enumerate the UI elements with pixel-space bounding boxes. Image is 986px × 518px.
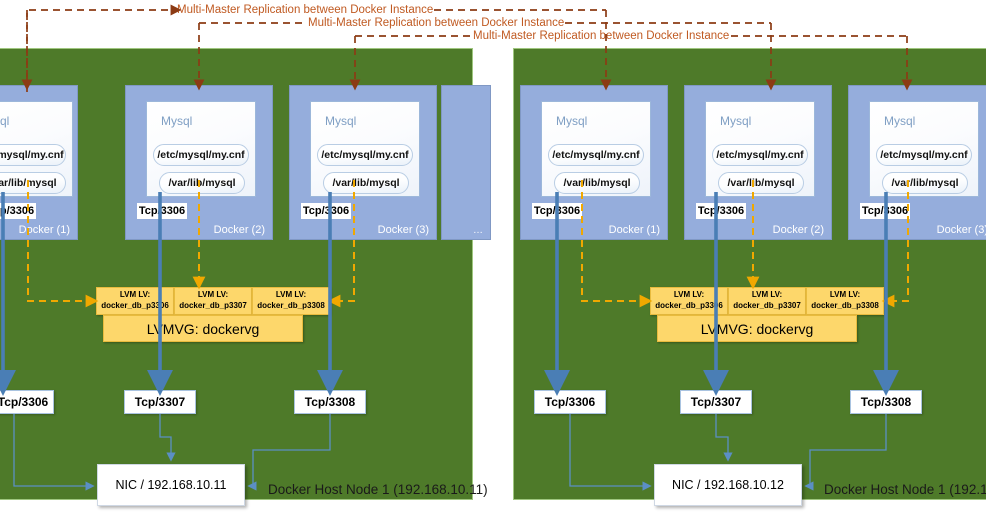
mysql-box-node1-2: Mysql /etc/mysql/my.cnf /var/lib/mysql	[146, 101, 256, 197]
mysql-data-path-node2-1: /var/lib/mysql	[554, 172, 640, 194]
replication-label-1: Multi-Master Replication between Docker …	[176, 4, 435, 16]
nic-box-node2[interactable]: NIC / 192.168.10.12	[654, 464, 802, 506]
mysql-title: Mysql	[161, 114, 193, 128]
mysql-title: Mysql	[720, 114, 752, 128]
docker-label-node1-more: …	[473, 225, 484, 236]
lvm-lv-prefix: LVM LV:	[829, 290, 861, 300]
host-port-node1-3308[interactable]: Tcp/3308	[294, 390, 366, 414]
mysql-box-node2-2: Mysql /etc/mysql/my.cnf /var/lib/mysql	[705, 101, 815, 197]
mysql-data-path-node2-2: /var/lib/mysql	[718, 172, 804, 194]
tcp-tag-node1-1: Tcp/3306	[0, 203, 36, 219]
tcp-tag-node1-3: Tcp/3306	[301, 203, 351, 219]
mysql-box-node2-3: Mysql /etc/mysql/my.cnf /var/lib/mysql	[869, 101, 979, 197]
lvm-lv-name: docker_db_p3307	[733, 301, 801, 310]
host-port-node1-3307[interactable]: Tcp/3307	[124, 390, 196, 414]
host-port-node2-3308[interactable]: Tcp/3308	[850, 390, 922, 414]
lvm-lv-name: docker_db_p3308	[811, 301, 879, 310]
mysql-title: Mysql	[556, 114, 588, 128]
lvm-lv-name: docker_db_p3308	[257, 301, 325, 310]
host-port-node1-3306[interactable]: Tcp/3306	[0, 390, 54, 414]
mysql-data-path-node1-1: /var/lib/mysql	[0, 172, 66, 194]
lvm-lv-prefix: LVM LV:	[275, 290, 307, 300]
docker-label-node1-1: Docker (1)	[18, 224, 70, 236]
lvm-lv-node1-3306[interactable]: LVM LV: docker_db_p3306	[96, 287, 174, 315]
mysql-config-path-node2-2: /etc/mysql/my.cnf	[712, 144, 808, 166]
host-caption-node1: Docker Host Node 1 (192.168.10.11)	[268, 482, 488, 497]
replication-label-3: Multi-Master Replication between Docker …	[472, 30, 731, 42]
mysql-config-path-node1-2: /etc/mysql/my.cnf	[153, 144, 249, 166]
lvm-lv-node2-3306[interactable]: LVM LV: docker_db_p3306	[650, 287, 728, 315]
lvm-lv-prefix: LVM LV:	[751, 290, 783, 300]
mysql-data-path-node1-3: /var/lib/mysql	[323, 172, 409, 194]
mysql-config-path-node2-3: /etc/mysql/my.cnf	[876, 144, 972, 166]
mysql-config-path-node2-1: /etc/mysql/my.cnf	[548, 144, 644, 166]
lvm-lv-name: docker_db_p3306	[655, 301, 723, 310]
host-port-node2-3307[interactable]: Tcp/3307	[680, 390, 752, 414]
docker-label-node2-3: Docker (3)	[936, 224, 986, 236]
docker-container-node2-2[interactable]: Mysql /etc/mysql/my.cnf /var/lib/mysql D…	[684, 85, 832, 240]
lvm-lv-name: docker_db_p3307	[179, 301, 247, 310]
replication-label-2: Multi-Master Replication between Docker …	[307, 17, 566, 29]
nic-box-node1[interactable]: NIC / 192.168.10.11	[97, 464, 245, 506]
docker-label-node1-3: Docker (3)	[377, 224, 429, 236]
docker-label-node2-1: Docker (1)	[608, 224, 660, 236]
mysql-config-path-node1-3: /etc/mysql/my.cnf	[317, 144, 413, 166]
mysql-title: Mysql	[884, 114, 916, 128]
docker-container-node1-more[interactable]: …	[441, 85, 491, 240]
lvm-lv-node1-3307[interactable]: LVM LV: docker_db_p3307	[174, 287, 252, 315]
lvm-vg-node1[interactable]: LVMVG: dockervg	[103, 315, 303, 342]
mysql-title: Mysql	[0, 114, 10, 128]
host-caption-node2: Docker Host Node 1 (192.168.10.12)	[824, 482, 986, 497]
lvm-lv-node1-3308[interactable]: LVM LV: docker_db_p3308	[252, 287, 330, 315]
lvm-lv-node2-3307[interactable]: LVM LV: docker_db_p3307	[728, 287, 806, 315]
mysql-box-node2-1: Mysql /etc/mysql/my.cnf /var/lib/mysql	[541, 101, 651, 197]
lvm-lv-prefix: LVM LV:	[197, 290, 229, 300]
tcp-tag-node2-1: Tcp/3306	[532, 203, 582, 219]
lvm-vg-node2[interactable]: LVMVG: dockervg	[657, 315, 857, 342]
tcp-tag-node2-3: Tcp/3306	[860, 203, 910, 219]
docker-label-node1-2: Docker (2)	[213, 224, 265, 236]
mysql-box-node1-1: Mysql /etc/mysql/my.cnf /var/lib/mysql	[0, 101, 73, 197]
host-port-node2-3306[interactable]: Tcp/3306	[534, 390, 606, 414]
mysql-box-node1-3: Mysql /etc/mysql/my.cnf /var/lib/mysql	[310, 101, 420, 197]
lvm-lv-name: docker_db_p3306	[101, 301, 169, 310]
docker-label-node2-2: Docker (2)	[772, 224, 824, 236]
mysql-title: Mysql	[325, 114, 357, 128]
lvm-lv-node2-3308[interactable]: LVM LV: docker_db_p3308	[806, 287, 884, 315]
mysql-config-path-node1-1: /etc/mysql/my.cnf	[0, 144, 66, 166]
lvm-lv-prefix: LVM LV:	[673, 290, 705, 300]
mysql-data-path-node1-2: /var/lib/mysql	[159, 172, 245, 194]
tcp-tag-node1-2: Tcp/3306	[137, 203, 187, 219]
tcp-tag-node2-2: Tcp/3306	[696, 203, 746, 219]
lvm-lv-prefix: LVM LV:	[119, 290, 151, 300]
mysql-data-path-node2-3: /var/lib/mysql	[882, 172, 968, 194]
